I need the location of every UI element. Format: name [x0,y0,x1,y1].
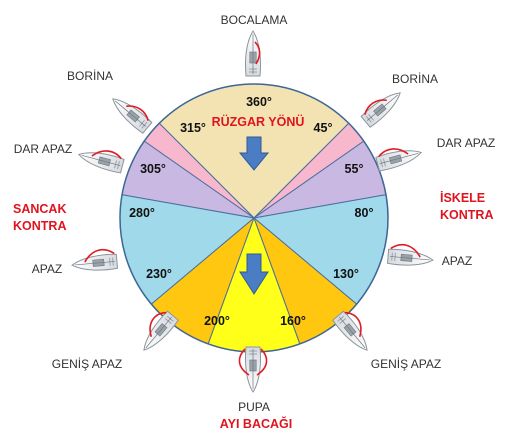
degree-label-280: 280° [129,206,155,220]
label-close-hauled-right: BORİNA [392,72,438,86]
boat-beam-reach-right-icon [386,243,435,269]
wind-arrow-bottom-icon [239,253,269,295]
label-running: PUPA [238,400,270,414]
compass-sectors [119,83,389,353]
boat-close-hauled-left-icon [107,92,153,135]
label-starboard-tack-line1: SANCAK [13,202,66,216]
boat-broad-reach-right-icon [331,310,374,356]
boat-close-reach-left-icon [76,146,125,174]
degree-label-80: 80° [355,206,374,220]
boat-head-to-wind-icon [244,30,262,77]
degree-label-160: 160° [280,314,306,328]
label-port-tack-line2: KONTRA [440,208,493,222]
label-close-reach-left: DAR APAZ [14,142,72,156]
label-beam-reach-left: APAZ [32,262,62,276]
label-head-to-wind: BOCALAMA [221,13,288,27]
boat-beam-reach-left-icon [70,248,119,274]
boat-running-icon [238,346,268,393]
label-beam-reach-right: APAZ [442,254,472,268]
degree-label-45: 45° [314,121,333,135]
boat-close-reach-right-icon [375,144,424,172]
degree-label-200: 200° [204,314,230,328]
label-port-tack-line1: İSKELE [440,190,485,205]
label-broad-reach-right: GENİŞ APAZ [371,357,441,371]
label-close-hauled-left: BORİNA [67,69,113,83]
boat-broad-reach-left-icon [137,310,180,356]
label-broad-reach-left: GENİŞ APAZ [52,357,122,371]
degree-label-360: 360° [246,95,272,109]
degree-label-230: 230° [146,267,172,281]
degree-label-305: 305° [140,162,166,176]
wind-direction-label: RÜZGAR YÖNÜ [212,114,305,129]
label-running-special: AYI BACAĞI [220,416,292,431]
label-starboard-tack-line2: KONTRA [13,219,66,233]
label-close-reach-right: DAR APAZ [437,136,495,150]
degree-label-55: 55° [345,162,364,176]
degree-label-315: 315° [180,121,206,135]
boat-close-hauled-right-icon [360,86,406,129]
wind-arrow-top-icon [238,136,270,171]
degree-label-130: 130° [333,267,359,281]
